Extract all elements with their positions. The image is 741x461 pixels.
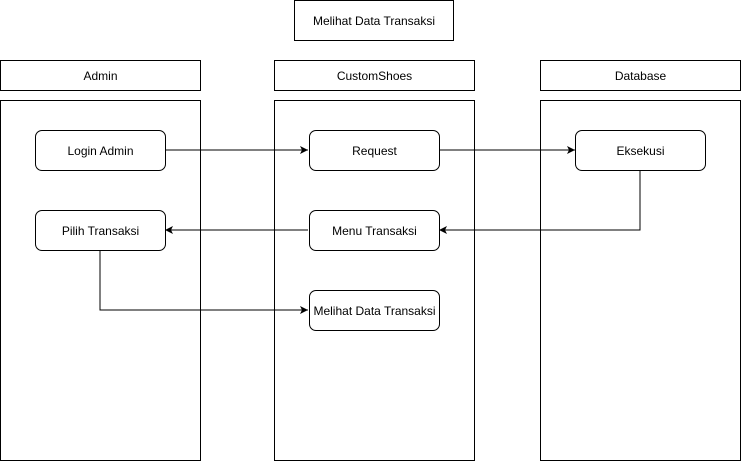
lane-header-database: Database — [540, 60, 741, 91]
diagram-title: Melihat Data Transaksi — [294, 0, 454, 41]
lane-header-customshoes: CustomShoes — [274, 60, 475, 91]
lane-header-admin: Admin — [0, 60, 201, 91]
node-login-admin[interactable]: Login Admin — [35, 130, 166, 171]
node-pilih-transaksi[interactable]: Pilih Transaksi — [35, 210, 166, 251]
arrow-eksekusi-to-menu — [439, 170, 641, 234]
node-melihat-data-transaksi[interactable]: Melihat Data Transaksi — [309, 290, 440, 331]
node-menu-transaksi[interactable]: Menu Transaksi — [309, 210, 440, 251]
node-eksekusi[interactable]: Eksekusi — [575, 130, 706, 171]
arrow-pilih-to-melihat — [99, 250, 308, 314]
node-request[interactable]: Request — [309, 130, 440, 171]
